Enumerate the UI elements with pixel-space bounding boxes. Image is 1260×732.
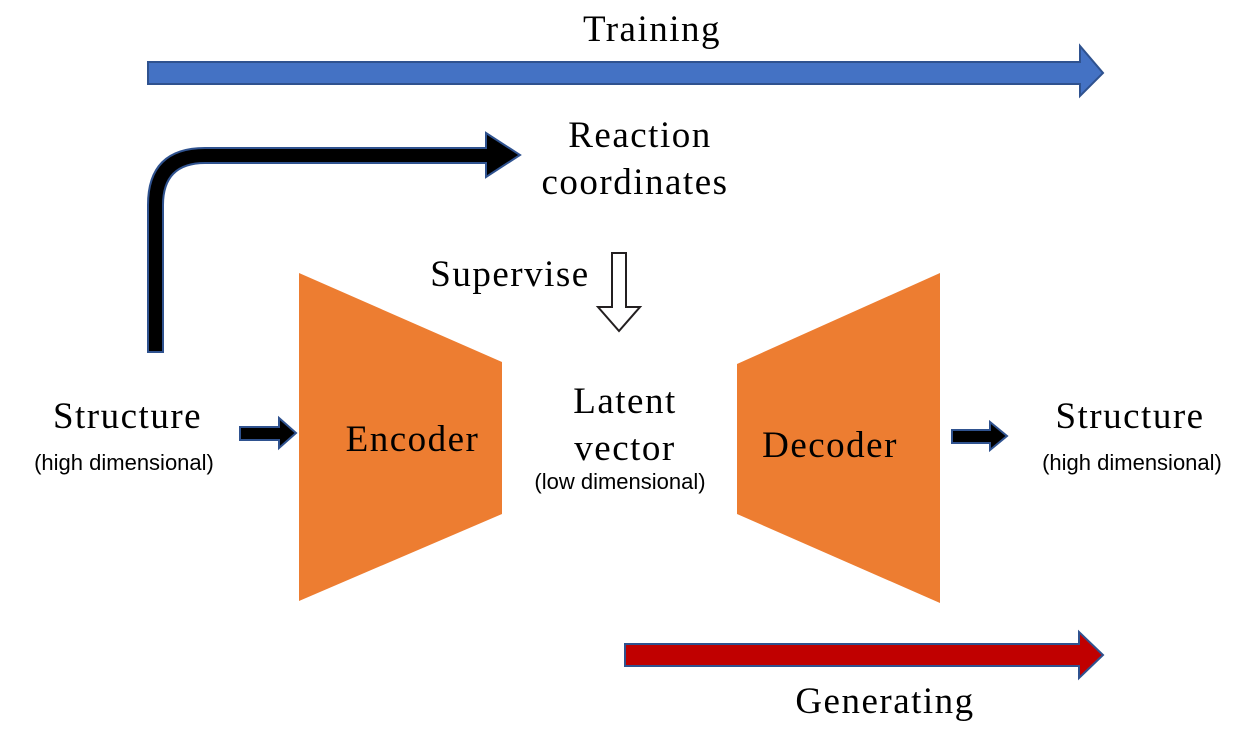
output-structure-label: Structure xyxy=(1055,396,1205,437)
input-structure-label: Structure xyxy=(52,396,203,437)
latent-vector-label-line2: vector xyxy=(574,428,676,469)
latent-vector-sublabel: (low dimensional) xyxy=(534,469,706,494)
latent-vector-label-line1: Latent xyxy=(573,381,677,422)
generating-label: Generating xyxy=(795,681,975,722)
training-label: Training xyxy=(582,9,722,50)
output-structure-sublabel: (high dimensional) xyxy=(1042,450,1222,475)
training-arrow xyxy=(147,43,1105,99)
reaction-coordinates-label-line1: Reaction xyxy=(568,115,712,156)
output-arrow xyxy=(951,419,1009,453)
supervise-label: Supervise xyxy=(430,254,590,295)
encoder-label: Encoder xyxy=(345,419,480,460)
input-structure-sublabel: (high dimensional) xyxy=(34,450,214,475)
reaction-coordinates-arrow xyxy=(147,131,522,353)
supervise-arrow xyxy=(595,252,643,333)
decoder-label: Decoder xyxy=(762,425,898,466)
encoder-shape xyxy=(299,273,502,601)
decoder-shape xyxy=(737,273,940,603)
reaction-coordinates-label-line2: coordinates xyxy=(541,162,729,203)
generating-arrow xyxy=(624,629,1105,681)
input-arrow xyxy=(239,415,298,451)
